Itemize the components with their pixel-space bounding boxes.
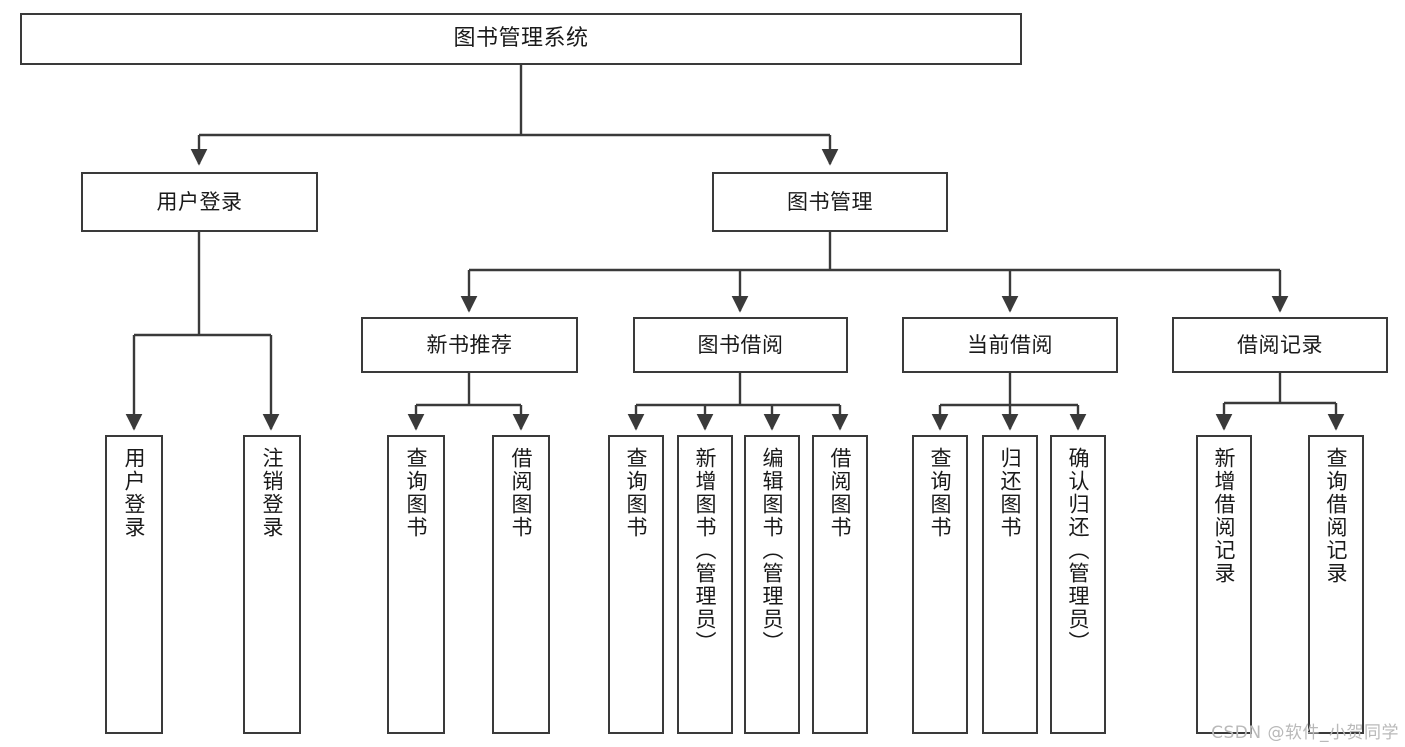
node-label: 查询图书 — [928, 447, 953, 539]
node-label: 图书管理系统 — [453, 26, 589, 52]
node-label: 查询借阅记录 — [1324, 447, 1349, 585]
leaf-return-book[interactable]: 归还图书 — [982, 435, 1038, 734]
node-label: 确认归还（管理员） — [1066, 447, 1091, 654]
node-label: 图书借阅 — [697, 332, 784, 357]
node-label: 编辑图书（管理员） — [760, 447, 785, 654]
node-label: 图书管理 — [787, 189, 873, 214]
node-label: 新增借阅记录 — [1212, 447, 1237, 585]
csdn-watermark: CSDN @软件_小贺同学 — [1211, 723, 1399, 743]
node-label: 用户登录 — [156, 189, 243, 214]
node-book-borrow[interactable]: 图书借阅 — [633, 317, 848, 373]
node-book-management[interactable]: 图书管理 — [712, 172, 948, 232]
node-root-book-management-system[interactable]: 图书管理系统 — [20, 13, 1022, 65]
leaf-query-book-recommend[interactable]: 查询图书 — [387, 435, 445, 734]
leaf-query-borrow-record[interactable]: 查询借阅记录 — [1308, 435, 1364, 734]
leaf-query-book-current[interactable]: 查询图书 — [912, 435, 968, 734]
node-label: 新书推荐 — [426, 332, 513, 357]
node-label: 借阅图书 — [828, 447, 853, 539]
leaf-query-book-borrow[interactable]: 查询图书 — [608, 435, 664, 734]
node-user-login[interactable]: 用户登录 — [81, 172, 318, 232]
leaf-borrow-book[interactable]: 借阅图书 — [812, 435, 868, 734]
leaf-confirm-return-admin[interactable]: 确认归还（管理员） — [1050, 435, 1106, 734]
node-label: 借阅图书 — [509, 447, 534, 539]
leaf-logout-login[interactable]: 注销登录 — [243, 435, 301, 734]
node-label: 用户登录 — [122, 447, 147, 539]
node-label: 归还图书 — [998, 447, 1023, 539]
leaf-user-login[interactable]: 用户登录 — [105, 435, 163, 734]
node-current-borrow[interactable]: 当前借阅 — [902, 317, 1118, 373]
leaf-borrow-book-recommend[interactable]: 借阅图书 — [492, 435, 550, 734]
node-label: 当前借阅 — [967, 332, 1053, 357]
leaf-edit-book-admin[interactable]: 编辑图书（管理员） — [744, 435, 800, 734]
node-new-book-recommend[interactable]: 新书推荐 — [361, 317, 578, 373]
node-label: 查询图书 — [624, 447, 649, 539]
node-label: 借阅记录 — [1237, 332, 1323, 357]
node-borrow-record[interactable]: 借阅记录 — [1172, 317, 1388, 373]
node-label: 查询图书 — [404, 447, 429, 539]
leaf-add-borrow-record[interactable]: 新增借阅记录 — [1196, 435, 1252, 734]
node-label: 注销登录 — [260, 447, 285, 539]
node-label: 新增图书（管理员） — [693, 447, 718, 654]
leaf-add-book-admin[interactable]: 新增图书（管理员） — [677, 435, 733, 734]
